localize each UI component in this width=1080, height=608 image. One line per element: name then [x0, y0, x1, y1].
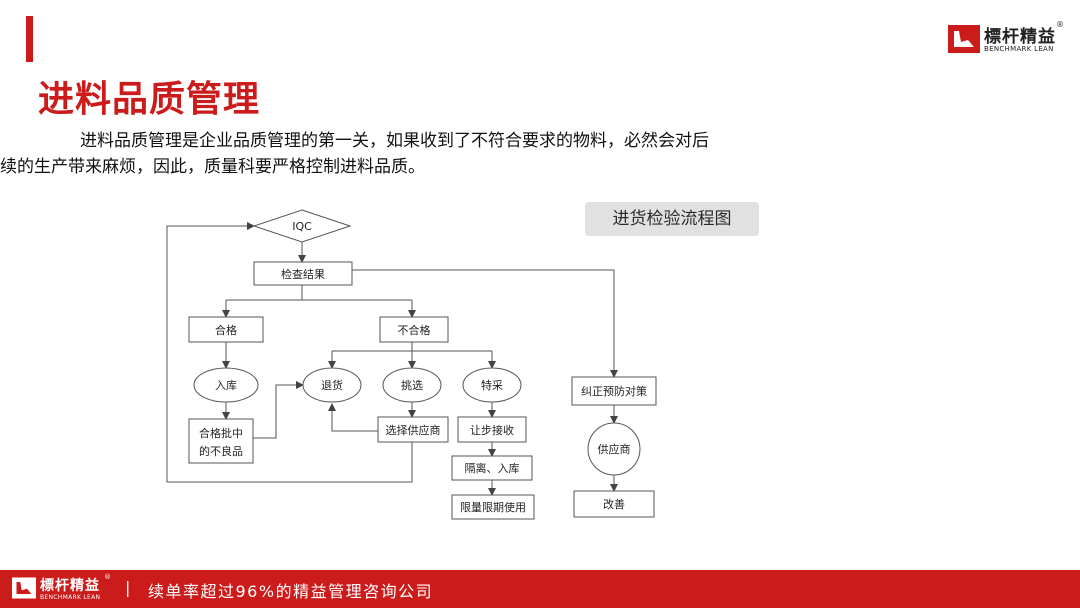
- node-supplier: [587, 422, 641, 476]
- node-return-label: 退货: [321, 378, 343, 392]
- benchmark-lean-logo-icon: [948, 25, 980, 53]
- node-return: [302, 367, 362, 403]
- node-defects-label-2: 的不良品: [199, 444, 243, 458]
- node-concession-label: 让步接收: [470, 423, 514, 437]
- node-isolate-store: [451, 455, 533, 481]
- footer-logo-icon: [12, 577, 36, 599]
- footer-slogan: 续单率超过96%的精益管理咨询公司: [148, 582, 434, 601]
- footer-brand-name-cn: 標杆精益: [40, 578, 100, 594]
- node-special-acceptance: [462, 367, 522, 403]
- footer-brand-name-en: BENCHMARK LEAN: [40, 594, 101, 601]
- node-sorting-label: 挑选: [401, 378, 423, 392]
- node-sorting: [382, 367, 442, 403]
- node-corrective-action: [571, 376, 657, 406]
- edge-defects-return: [253, 381, 304, 439]
- node-warehousing-label: 入库: [215, 379, 237, 392]
- node-special-acceptance-label: 特采: [481, 378, 503, 392]
- node-defects-label-1: 合格批中: [199, 426, 243, 440]
- node-iqc: [252, 209, 352, 243]
- intro-line-1: 进料品质管理是企业品质管理的第一关，如果收到了不符合要求的物料，必然会对后: [80, 131, 709, 151]
- node-warehousing: [193, 367, 259, 403]
- brand-name-en: BENCHMARK LEAN: [984, 45, 1054, 53]
- page-title: 进料品质管理: [38, 78, 261, 120]
- flow-nodes: IQC 检查结果 合格 不合格 入库 退货 挑选 特采 合格批中 的不良品 选择…: [188, 209, 657, 520]
- footer-bar: 標杆精益 ® BENCHMARK LEAN | 续单率超过96%的精益管理咨询公…: [0, 570, 1080, 608]
- intro-paragraph: 进料品质管理是企业品质管理的第一关，如果收到了不符合要求的物料，必然会对后 续的…: [0, 128, 840, 180]
- registered-mark: ®: [1056, 20, 1064, 29]
- node-limited-use: [451, 494, 535, 520]
- node-defects-in-batch: [188, 418, 254, 464]
- node-corrective-action-label: 纠正预防对策: [581, 384, 647, 398]
- node-qualified-label: 合格: [215, 323, 237, 337]
- brand-name-cn: 標杆精益: [984, 27, 1056, 47]
- node-inspection-result-label: 检查结果: [281, 267, 325, 281]
- node-select-supplier-label: 选择供应商: [386, 423, 441, 437]
- footer-separator: |: [125, 578, 131, 597]
- edge-result-corrective: [352, 269, 618, 378]
- node-supplier-label: 供应商: [598, 442, 631, 456]
- incoming-inspection-flowchart: IQC 检查结果 合格 不合格 入库 退货 挑选 特采 合格批中 的不良品 选择…: [166, 209, 657, 520]
- node-limited-use-label: 限量限期使用: [460, 501, 526, 514]
- intro-line-2: 续的生产带来麻烦，因此，质量科要严格控制进料品质。: [0, 157, 425, 177]
- brand-logo: 標杆精益 ® BENCHMARK LEAN: [948, 20, 1066, 58]
- title-accent-bar: [26, 16, 33, 62]
- flow-edges: [166, 222, 618, 496]
- node-select-supplier: [377, 416, 449, 443]
- node-inspection-result: [253, 261, 353, 286]
- node-improvement: [573, 490, 655, 518]
- node-unqualified-label: 不合格: [398, 323, 431, 337]
- footer-registered-mark: ®: [104, 573, 111, 581]
- node-unqualified: [379, 316, 449, 343]
- edge-feedback-loop: [166, 222, 413, 483]
- node-iqc-label: IQC: [292, 220, 312, 233]
- flowchart-caption: 进货检验流程图: [585, 202, 759, 236]
- node-concession: [457, 416, 527, 443]
- node-qualified: [188, 316, 264, 343]
- node-improvement-label: 改善: [603, 497, 625, 511]
- edge-supplier-return: [328, 403, 378, 432]
- node-isolate-store-label: 隔离、入库: [465, 461, 520, 475]
